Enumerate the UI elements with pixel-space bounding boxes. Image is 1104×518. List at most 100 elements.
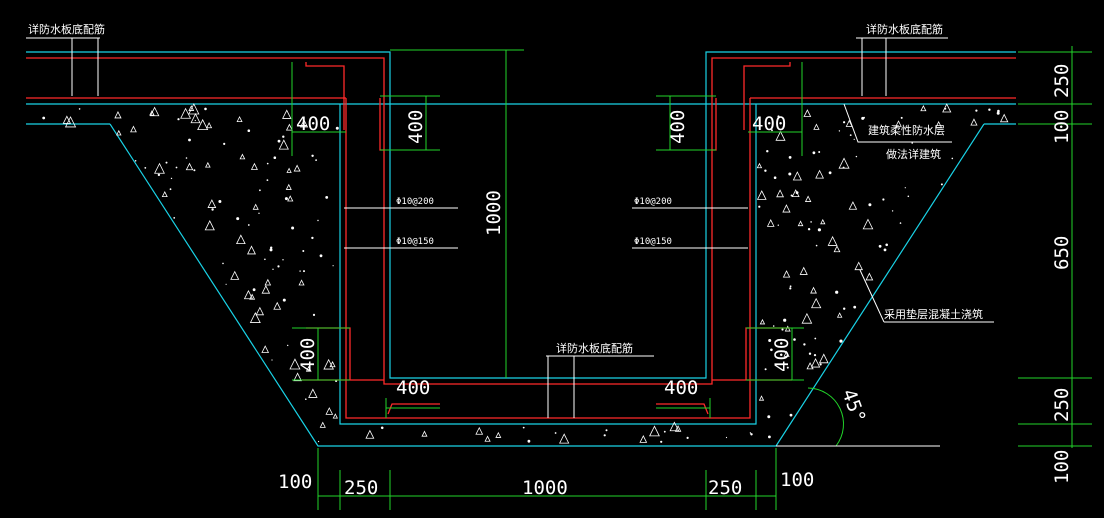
concrete-speckle xyxy=(810,358,821,368)
concrete-speckle xyxy=(266,162,269,165)
concrete-speckle xyxy=(308,388,318,398)
concrete-speckle xyxy=(169,188,172,191)
concrete-speckle xyxy=(803,343,806,346)
concrete-speckle xyxy=(149,110,155,116)
concrete-speckle xyxy=(997,109,1000,113)
concrete-speckle xyxy=(299,270,301,272)
concrete-speckle xyxy=(764,169,767,172)
concrete-speckle xyxy=(807,228,811,231)
dim-right-100: 100 xyxy=(1051,110,1073,144)
concrete-speckle xyxy=(154,162,165,174)
concrete-speckle xyxy=(193,169,196,172)
concrete-speckle xyxy=(920,104,927,112)
concrete-speckle xyxy=(335,126,339,130)
concrete-speckle xyxy=(899,222,902,224)
concrete-speckle xyxy=(332,413,338,419)
concrete-speckle xyxy=(639,435,648,443)
concrete-speckle xyxy=(806,362,814,370)
concrete-speckle xyxy=(777,115,780,118)
concrete-speckle xyxy=(674,425,682,432)
concrete-speckle xyxy=(775,130,786,141)
concrete-speckle xyxy=(759,318,766,325)
concrete-speckle xyxy=(421,430,428,437)
concrete-speckle xyxy=(188,105,195,111)
concrete-speckle xyxy=(855,155,858,158)
concrete-speckle xyxy=(185,162,194,171)
concrete-speckle xyxy=(838,157,850,169)
concrete-speckle xyxy=(804,195,812,202)
concrete-speckle xyxy=(204,220,215,231)
concrete-speckle xyxy=(180,107,192,119)
concrete-speckle xyxy=(230,270,240,280)
concrete-speckle xyxy=(325,196,329,199)
concrete-speckle xyxy=(332,265,334,267)
dim-lap-top-right-v: 400 xyxy=(667,110,689,144)
concrete-speckle xyxy=(854,261,864,271)
concrete-speckle xyxy=(843,121,846,124)
concrete-speckle xyxy=(293,372,302,382)
rebar-label-left-lower: Φ10@150 xyxy=(396,237,434,247)
concrete-speckle xyxy=(861,116,865,120)
concrete-speckle xyxy=(810,286,817,294)
concrete-speckle xyxy=(305,398,307,401)
concrete-speckle xyxy=(116,129,122,136)
concrete-speckle xyxy=(758,205,761,208)
concrete-speckle xyxy=(287,195,294,202)
concrete-speckle xyxy=(236,217,240,221)
concrete-speckle xyxy=(767,415,771,419)
concrete-speckle xyxy=(812,151,816,155)
note-top-left: 详防水板底配筋 xyxy=(28,22,105,36)
concrete-speckle xyxy=(853,305,857,309)
dim-lap-top-left-v: 400 xyxy=(405,110,427,144)
concrete-speckle xyxy=(311,236,314,240)
concrete-speckle xyxy=(269,248,273,252)
concrete-speckle xyxy=(495,431,502,438)
concrete-speckle xyxy=(134,160,137,162)
concrete-speckle xyxy=(605,429,608,432)
concrete-speckle xyxy=(157,173,161,177)
concrete-speckle xyxy=(277,265,280,268)
concrete-speckle xyxy=(194,119,196,122)
concrete-speckle xyxy=(940,183,943,186)
concrete-speckle xyxy=(773,176,777,179)
concrete-speckle xyxy=(784,325,791,332)
dim-depth: 1000 xyxy=(483,190,505,236)
rebar-lines xyxy=(26,57,1016,419)
concrete-speckle xyxy=(62,115,72,124)
concrete-speckle xyxy=(792,171,802,181)
concrete-speckle xyxy=(380,426,384,430)
dim-right-250-top: 250 xyxy=(1051,64,1073,98)
concrete-speckle xyxy=(311,154,314,157)
concrete-speckle xyxy=(249,293,256,300)
concrete-speckle xyxy=(783,350,790,357)
concrete-speckle xyxy=(319,254,323,258)
concrete-speckle xyxy=(177,118,180,121)
concrete-speckle xyxy=(302,250,305,252)
concrete-speckle xyxy=(827,235,838,246)
concrete-speckle xyxy=(223,142,226,145)
concrete-speckle xyxy=(835,290,839,294)
concrete-speckle xyxy=(252,203,259,210)
concrete-speckle xyxy=(64,116,77,128)
concrete-speckle xyxy=(766,219,775,227)
dim-bottom-1000: 1000 xyxy=(522,477,568,499)
concrete-speckle xyxy=(282,109,292,119)
note-waterproof-line2: 做法详建筑 xyxy=(886,147,941,161)
concrete-speckle xyxy=(78,108,81,110)
concrete-speckle xyxy=(996,111,1000,115)
concrete-speckle xyxy=(239,153,246,160)
concrete-speckle xyxy=(285,123,293,131)
concrete-speckle xyxy=(771,129,773,132)
concrete-speckle xyxy=(285,183,292,190)
concrete-speckle xyxy=(777,224,779,226)
concrete-speckle xyxy=(365,429,375,439)
concrete-speckle xyxy=(799,266,808,275)
concrete-speckle xyxy=(868,203,872,207)
concrete-speckle xyxy=(190,113,201,124)
concrete-speckle xyxy=(188,138,191,142)
dim-lap-top-left-h: 400 xyxy=(296,113,330,135)
concrete-speckle xyxy=(278,139,289,150)
note-bottom-center: 详防水板底配筋 xyxy=(556,341,633,355)
concrete-speckle xyxy=(305,365,312,372)
